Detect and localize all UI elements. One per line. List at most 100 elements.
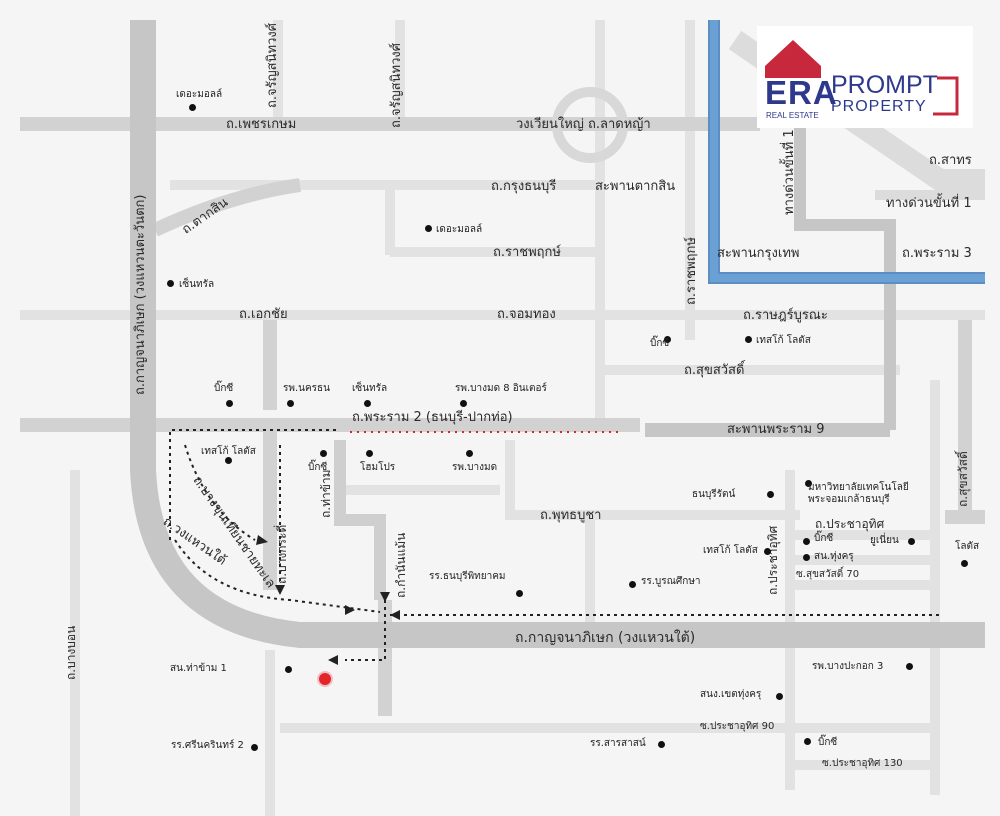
poi-dot-district-office bbox=[776, 693, 783, 700]
poi-bigc-2: บิ๊กซี bbox=[650, 338, 670, 349]
label-soi-pracha90: ซ.ประชาอุทิศ 90 bbox=[700, 721, 775, 732]
label-rama2: ถ.พระราม 2 (ธนบุรี-ปากท่อ) bbox=[352, 410, 513, 425]
poi-school-srinakarin: รร.ศรีนครินทร์ 2 bbox=[171, 740, 244, 751]
label-kamnan-maen: ถ.กำนันแม้น bbox=[394, 532, 408, 598]
label-krungthep-bridge: สะพานกรุงเทพ bbox=[717, 246, 800, 261]
poi-dot-police-thakham bbox=[285, 666, 292, 673]
label-soi-pracha130: ซ.ประชาอุทิศ 130 bbox=[822, 758, 903, 769]
route-arrows bbox=[256, 535, 400, 665]
poi-dot-police-thungkhru bbox=[803, 554, 810, 561]
skytrain-line bbox=[709, 20, 985, 283]
label-sathorn: ถ.สาทร bbox=[929, 153, 972, 168]
house-roof-icon bbox=[765, 40, 821, 78]
poi-dot-bangmod bbox=[466, 450, 473, 457]
label-rama3: ถ.พระราม 3 bbox=[902, 246, 972, 261]
label-phutthabucha: ถ.พุทธบูชา bbox=[540, 508, 602, 523]
label-expressway-v: ทางด่วนขั้นที่ 1 bbox=[782, 129, 797, 215]
poi-bangpakok-3: รพ.บางปะกอก 3 bbox=[812, 661, 884, 672]
poi-dot-lotus-1 bbox=[745, 336, 752, 343]
skytrain-edge bbox=[708, 20, 985, 284]
logo-prompt: PROMPT bbox=[831, 71, 938, 99]
poi-tonburi-school: รร.ธนบุรีพิทยาคม bbox=[429, 571, 506, 582]
poi-dot-nakhonthon bbox=[287, 400, 294, 407]
label-pracha-v: ถ.ประชาอุทิศ bbox=[766, 525, 780, 595]
poi-dot-homepro bbox=[366, 450, 373, 457]
poi-thonburirat: ธนบุรีรัตน์ bbox=[692, 489, 736, 500]
poi-dot-school-srinakarin bbox=[251, 744, 258, 751]
poi-central-1: เซ็นทรัล bbox=[179, 279, 215, 290]
skytrain-edge-outer bbox=[708, 20, 985, 284]
poi-nakhonthon: รพ.นครธน bbox=[283, 383, 330, 394]
poi-dot-mall-2 bbox=[425, 225, 432, 232]
poi-bigc-5: โลตัส bbox=[955, 541, 980, 552]
poi-dot-bigc-5 bbox=[961, 560, 968, 567]
poi-homepro: โฮมโปร bbox=[360, 462, 396, 473]
label-ekkachai: ถ.เอกชัย bbox=[239, 307, 288, 322]
era-prompt-logo: ERA REAL ESTATE PROMPT PROPERTY bbox=[757, 26, 973, 128]
logo-real-estate: REAL ESTATE bbox=[766, 111, 819, 120]
label-expressway-1: ทางด่วนขั้นที่ 1 bbox=[886, 196, 972, 211]
location-pin[interactable] bbox=[319, 673, 331, 685]
label-phetkasem-v: ถ.จรัญสนิทวงศ์ bbox=[265, 23, 280, 108]
label-kanchanaphisek: ถ.กาญจนาภิเษก (วงแหวนใต้) bbox=[515, 630, 696, 646]
label-rat-burana: ถ.ราษฎร์บูรณะ bbox=[743, 308, 828, 323]
label-chom-thong: ถ.จอมทอง bbox=[497, 307, 556, 322]
logo-graphic bbox=[765, 40, 959, 116]
poi-dot-bigc-3 bbox=[320, 450, 327, 457]
route-top-left bbox=[169, 429, 340, 540]
poi-dot-central-1 bbox=[167, 280, 174, 287]
poi-district-office: สนง.เขตทุ่งครุ bbox=[700, 689, 762, 700]
poi-dot-mall-1 bbox=[189, 104, 196, 111]
arrow-5 bbox=[390, 610, 400, 620]
poi-dot-bigc-6 bbox=[804, 738, 811, 745]
poi-dot-tonburi-school bbox=[516, 590, 523, 597]
label-rama9-bridge: สะพานพระราม 9 bbox=[727, 422, 825, 437]
poi-dot-school-sarasas bbox=[658, 741, 665, 748]
label-ratchaphruek: ถ.ราชพฤกษ์ bbox=[493, 245, 561, 260]
poi-bigc-3: บิ๊กซี bbox=[308, 462, 328, 473]
poi-bigc-1: บิ๊กซี bbox=[214, 383, 234, 394]
poi-dot-bangmod-8 bbox=[460, 400, 467, 407]
poi-bangmod: รพ.บางมด bbox=[452, 462, 498, 473]
route-bottom bbox=[174, 539, 381, 613]
road-kalaphruek bbox=[152, 178, 301, 237]
arrow-3 bbox=[345, 605, 355, 615]
label-kanchanaphisek-west: ถ.กาญจนาภิเษก (วงแหวนตะวันตก) bbox=[133, 194, 148, 396]
poi-dot-bigc-4 bbox=[803, 538, 810, 545]
label-krung-thonburi: ถ.กรุงธนบุรี bbox=[491, 179, 557, 194]
poi-burana-school: รร.บูรณศึกษา bbox=[641, 576, 701, 587]
poi-union: ยูเนี่ยน bbox=[870, 535, 899, 546]
skytrain-edge-inner bbox=[718, 20, 985, 274]
poi-lotus-3: เทสโก้ โลตัส bbox=[703, 545, 758, 556]
poi-police-thakham: สน.ท่าข้าม 1 bbox=[170, 663, 227, 674]
label-ratchaphruek-v: ถ.ราชพฤกษ์ bbox=[684, 237, 699, 305]
poi-bangmod-8: รพ.บางมด 8 อินเตอร์ bbox=[455, 383, 547, 394]
arrow-6 bbox=[328, 655, 338, 665]
arrow-4 bbox=[380, 592, 390, 602]
poi-police-thungkhru: สน.ทุ่งครุ bbox=[814, 551, 854, 562]
label-suk-sawat-v: ถ.สุขสวัสดิ์ bbox=[956, 451, 970, 507]
poi-dot-thonburirat bbox=[767, 491, 774, 498]
poi-dot-lotus-2 bbox=[225, 457, 232, 464]
arrow-1 bbox=[256, 535, 268, 545]
poi-mall-1: เดอะมอลล์ bbox=[176, 89, 223, 100]
label-wongwian-yai: วงเวียนใหญ่ ถ.ลาดหญ้า bbox=[516, 117, 651, 132]
label-bang-kradi: ถ.บางกระดี่ bbox=[275, 524, 289, 584]
poi-dot-lotus-3 bbox=[764, 548, 771, 555]
logo-era: ERA bbox=[765, 74, 838, 111]
arrow-2 bbox=[275, 585, 285, 595]
label-suk-sawat: ถ.สุขสวัสดิ์ bbox=[684, 363, 745, 378]
route-paths bbox=[169, 429, 940, 661]
route-curve bbox=[184, 444, 256, 541]
poi-mall-2: เดอะมอลล์ bbox=[436, 224, 483, 235]
poi-dot-bigc-1 bbox=[226, 400, 233, 407]
road-tha-kham bbox=[334, 440, 386, 600]
poi-dot-bangpakok-3 bbox=[906, 663, 913, 670]
label-bang-bon: ถ.บางบอน bbox=[64, 625, 78, 680]
roundabout-ring bbox=[552, 87, 628, 163]
minor-roads bbox=[20, 20, 985, 816]
poi-lotus-2: เทสโก้ โลตัส bbox=[201, 446, 256, 457]
label-tha-kham: ถ.ท่าข้าม bbox=[319, 469, 333, 518]
label-soi-suk70: ซ.สุขสวัสดิ์ 70 bbox=[796, 569, 860, 580]
